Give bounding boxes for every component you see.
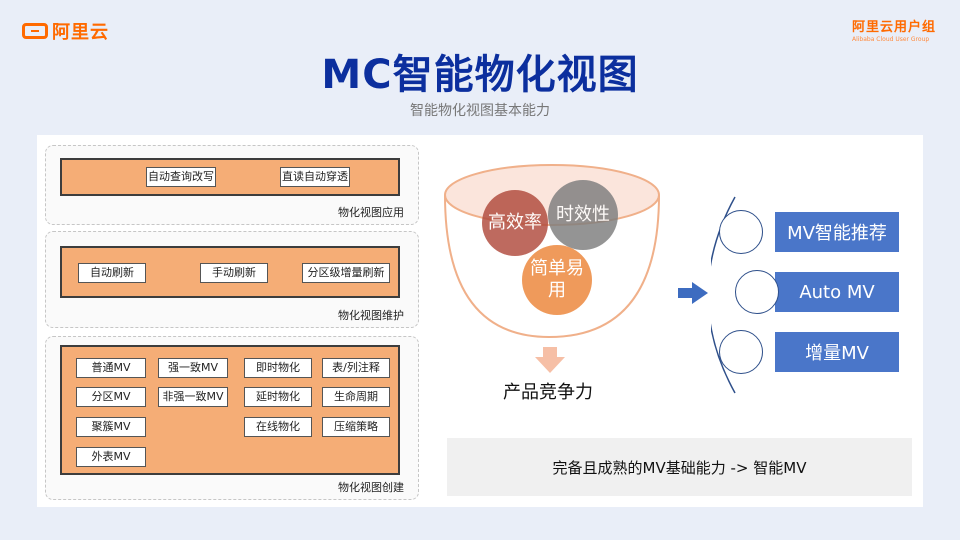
tag-direct-read-passthrough: 直读自动穿透 — [280, 167, 350, 187]
tag-external-table-mv: 外表MV — [76, 447, 146, 467]
tag-instant-materialize: 即时物化 — [244, 358, 312, 378]
mv-maintenance-box: 自动刷新 手动刷新 分区级增量刷新 — [60, 246, 400, 298]
feature-incremental-mv: 增量MV — [775, 332, 899, 372]
feature-bullet-3 — [719, 330, 763, 374]
feature-mv-smart-recommend: MV智能推荐 — [775, 212, 899, 252]
group-mv-application: 自动查询改写 直读自动穿透 物化视图应用 — [45, 145, 419, 225]
group-mv-creation-label: 物化视图创建 — [338, 481, 404, 494]
tag-auto-query-rewrite: 自动查询改写 — [146, 167, 216, 187]
user-group-logo-title: 阿里云用户组 — [851, 20, 936, 35]
bubble-timeliness: 时效性 — [548, 180, 618, 250]
tag-manual-refresh: 手动刷新 — [200, 263, 268, 283]
arrow-down-icon — [535, 347, 565, 373]
mv-application-box: 自动查询改写 直读自动穿透 — [60, 158, 400, 196]
bubble-simple-easy: 简单易用 — [522, 245, 592, 315]
user-group-logo: 阿里云用户组 Alibaba Cloud User Group — [852, 16, 936, 43]
summary-box: 完备且成熟的MV基础能力 -> 智能MV — [447, 438, 912, 496]
tag-delayed-materialize: 延时物化 — [244, 387, 312, 407]
tag-online-materialize: 在线物化 — [244, 417, 312, 437]
group-mv-maintenance: 自动刷新 手动刷新 分区级增量刷新 物化视图维护 — [45, 231, 419, 328]
tag-partition-mv: 分区MV — [76, 387, 146, 407]
feature-bullet-1 — [719, 210, 763, 254]
tag-auto-refresh: 自动刷新 — [78, 263, 146, 283]
content-panel: 自动查询改写 直读自动穿透 物化视图应用 自动刷新 手动刷新 分区级增量刷新 物… — [37, 135, 923, 507]
competitiveness-label: 产品竞争力 — [503, 382, 593, 403]
tag-non-strong-consistency-mv: 非强一致MV — [158, 387, 228, 407]
mv-creation-box: 普通MV 强一致MV 即时物化 表/列注释 分区MV 非强一致MV 延时物化 生… — [60, 345, 400, 475]
slide-subtitle: 智能物化视图基本能力 — [410, 103, 550, 119]
feature-auto-mv: Auto MV — [775, 272, 899, 312]
user-group-logo-subtitle: Alibaba Cloud User Group — [851, 36, 930, 43]
arrow-right-icon — [678, 282, 708, 304]
tag-compression-strategy: 压缩策略 — [322, 417, 390, 437]
tag-lifecycle: 生命周期 — [322, 387, 390, 407]
slide-title: MC智能物化视图 — [321, 52, 639, 98]
tag-cluster-mv: 聚簇MV — [76, 417, 146, 437]
tag-partition-incremental-refresh: 分区级增量刷新 — [302, 263, 390, 283]
alibaba-cloud-logo: 阿里云 — [22, 18, 109, 44]
group-mv-application-label: 物化视图应用 — [338, 206, 404, 219]
tag-normal-mv: 普通MV — [76, 358, 146, 378]
feature-bullet-2 — [735, 270, 779, 314]
bubble-high-efficiency: 高效率 — [482, 190, 548, 256]
tag-strong-consistency-mv: 强一致MV — [158, 358, 228, 378]
group-mv-maintenance-label: 物化视图维护 — [338, 309, 404, 322]
group-mv-creation: 普通MV 强一致MV 即时物化 表/列注释 分区MV 非强一致MV 延时物化 生… — [45, 336, 419, 500]
tag-table-column-comment: 表/列注释 — [322, 358, 390, 378]
alibaba-cloud-logo-icon — [22, 23, 48, 39]
alibaba-cloud-logo-text: 阿里云 — [52, 22, 109, 43]
